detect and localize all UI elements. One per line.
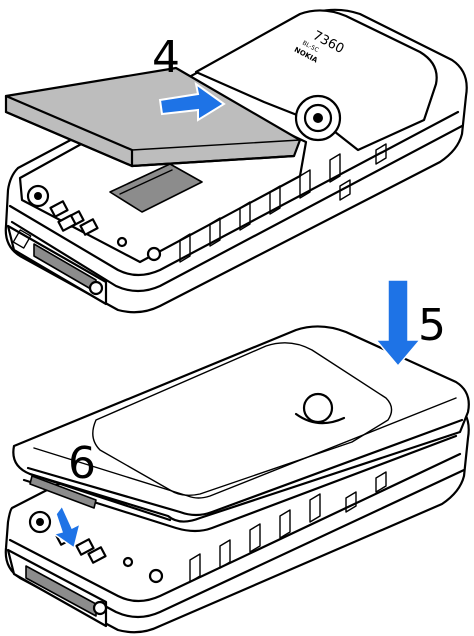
insert-arrow-icon [158,81,226,122]
phone-top-open: 7360 BL-5C NOKIA 4 [4,8,468,314]
step-4-label: 4 [152,32,180,83]
back-cover [12,325,470,533]
battery-pack [4,66,302,168]
phone-bottom-closed: 5 6 [4,279,470,634]
press-down-arrow-icon [374,279,422,368]
step-6-label: 6 [68,438,96,489]
step-5-label: 5 [418,300,446,351]
latch-arrow-icon [52,504,82,550]
